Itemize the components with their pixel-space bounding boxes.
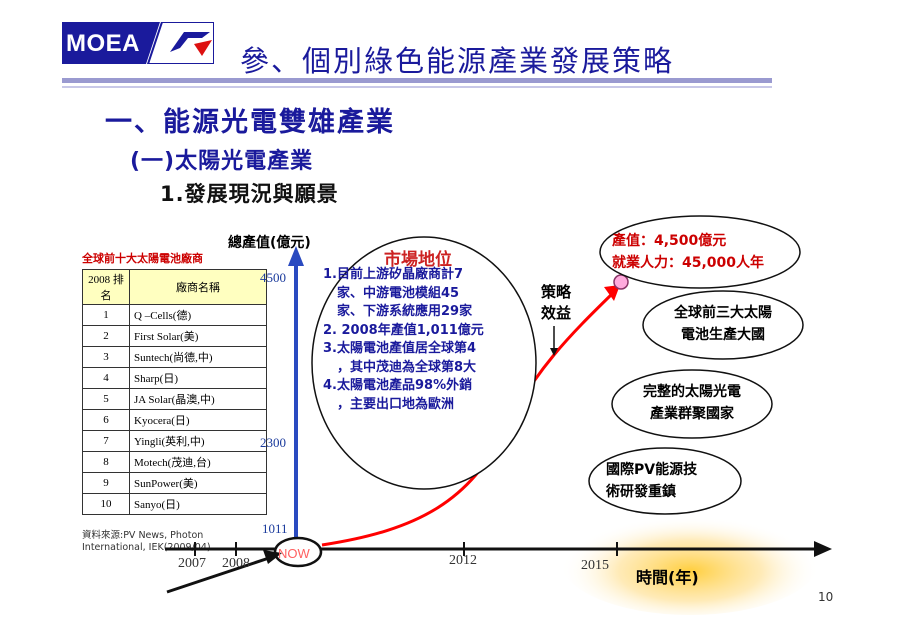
x-tick-label: 2007 bbox=[178, 556, 206, 571]
now-pointer-arrow bbox=[166, 555, 273, 594]
growth-curve-arrowhead bbox=[604, 285, 620, 301]
goal-line: 國際PV能源技 bbox=[606, 462, 698, 478]
goal-bubble-cluster bbox=[611, 369, 773, 439]
title-divider bbox=[62, 78, 772, 83]
market-line: 4.太陽電池產品98%外銷 bbox=[323, 378, 473, 393]
x-tick-label: 2008 bbox=[222, 556, 250, 571]
slide-title: 參、個別綠色能源產業發展策略 bbox=[240, 44, 675, 78]
strategy-line: 效益 bbox=[540, 304, 571, 322]
goal-hub-text: 國際PV能源技 術研發重鎮 bbox=[606, 459, 726, 503]
strategy-arrowhead bbox=[550, 348, 558, 356]
goal-line: 產業群聚國家 bbox=[650, 406, 734, 422]
company-cell: Yingli(英利,中) bbox=[129, 430, 267, 452]
goal-bubble-hub bbox=[588, 447, 742, 515]
company-cell: JA Solar(晶澳,中) bbox=[129, 388, 267, 410]
title-divider-thin bbox=[62, 86, 772, 88]
company-cell: SunPower(美) bbox=[129, 472, 267, 494]
market-line: 2. 2008年產值1,011億元 bbox=[323, 322, 484, 338]
y-tick-label: 2300 bbox=[260, 435, 286, 450]
goal-line: 術研發重鎮 bbox=[606, 484, 676, 500]
market-line: 家、下游系統應用29家 bbox=[337, 304, 473, 319]
x-tick-label: 2015 bbox=[581, 558, 609, 573]
goal-line: 電池生產大國 bbox=[681, 327, 765, 343]
market-line: 3.太陽電池產值居全球第4 bbox=[323, 341, 477, 356]
market-line: 家、中游電池模組45 bbox=[337, 285, 460, 301]
x-axis-arrowhead bbox=[814, 541, 832, 557]
x-tick-label: 2012 bbox=[449, 553, 477, 568]
ranking-title: 全球前十大太陽電池廠商 bbox=[82, 252, 203, 265]
heading-2: (一)太陽光電產業 bbox=[130, 149, 314, 174]
goal-bubble-top3 bbox=[642, 290, 804, 360]
company-cell: First Solar(美) bbox=[129, 325, 267, 347]
now-pointer-arrowhead bbox=[263, 550, 282, 564]
market-list: 1.目前上游矽晶廠商計7 家、中游電池模組45 家、下游系統應用29家 2. 2… bbox=[323, 266, 529, 414]
target-value: 產值：4,500億元 bbox=[612, 233, 727, 249]
market-line: ，主要出口地為歐洲 bbox=[337, 396, 455, 412]
target-employment: 就業人力：45,000人年 bbox=[612, 255, 765, 271]
market-bubble bbox=[311, 236, 537, 490]
goal-cluster-text: 完整的太陽光電 產業群聚國家 bbox=[619, 381, 765, 425]
page-number: 10 bbox=[818, 590, 834, 604]
market-line: 1.目前上游矽晶廠商計7 bbox=[323, 267, 464, 282]
heading-1: 一、能源光電雙雄產業 bbox=[105, 107, 395, 138]
sun-glow bbox=[560, 505, 820, 615]
target-text: 產值：4,500億元 就業人力：45,000人年 bbox=[612, 230, 764, 274]
strategy-line: 策略 bbox=[540, 283, 571, 301]
target-point bbox=[613, 274, 629, 290]
target-bubble bbox=[599, 215, 801, 289]
moea-logo: MOEA bbox=[62, 21, 215, 65]
goal-line: 全球前三大太陽 bbox=[674, 305, 772, 321]
y-axis-arrowhead bbox=[288, 246, 304, 266]
y-tick-label: 1011 bbox=[262, 521, 288, 536]
market-line: ，其中茂迪為全球第8大 bbox=[337, 359, 477, 375]
y-tick-label: 4500 bbox=[260, 270, 286, 285]
company-cell: Sanyo(日) bbox=[129, 493, 267, 515]
header-name: 廠商名稱 bbox=[129, 269, 267, 305]
source-note: 資料來源:PV News, Photon International, IEK(… bbox=[82, 530, 211, 553]
heading-3: 1.發展現況與願景 bbox=[160, 182, 339, 206]
company-cell: Q –Cells(德) bbox=[129, 304, 267, 326]
goal-line: 完整的太陽光電 bbox=[643, 384, 741, 400]
strategy-label: 策略 效益 bbox=[538, 282, 574, 324]
table-header-row: 2008 排名 廠商名稱 bbox=[82, 269, 267, 305]
now-label: NOW bbox=[278, 546, 310, 561]
market-title: 市場地位 bbox=[384, 250, 452, 270]
x-axis-title: 時間(年) bbox=[636, 568, 699, 587]
y-axis-title: 總產值(億元) bbox=[228, 235, 311, 251]
goal-top3-text: 全球前三大太陽 電池生產大國 bbox=[650, 302, 796, 346]
company-cell: Motech(茂迪,台) bbox=[129, 451, 267, 473]
